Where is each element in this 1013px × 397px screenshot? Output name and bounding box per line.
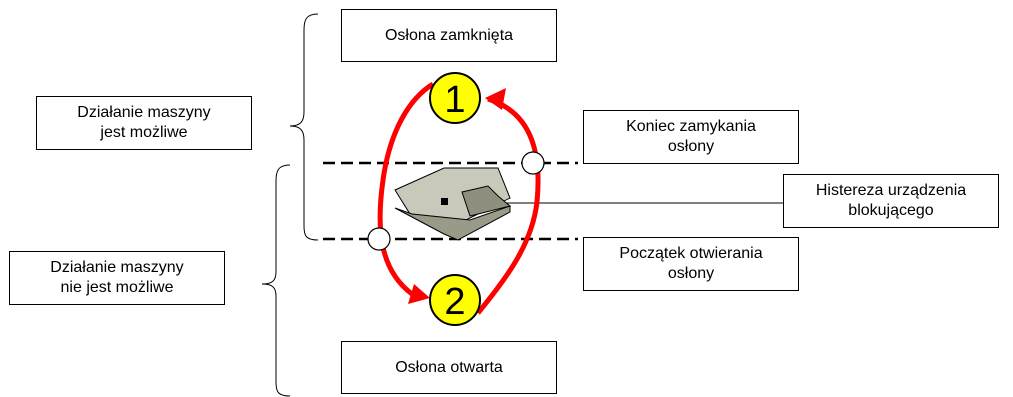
closing-point-circle — [521, 151, 545, 175]
closing-arrow-head — [485, 88, 506, 110]
brace-possible — [289, 13, 319, 241]
state-2-circle — [429, 274, 481, 326]
hysteresis-line2: blokującego — [848, 202, 934, 219]
closing-end-line1: Koniec zamykania — [626, 118, 756, 135]
opening-start-line1: Początek otwierania — [619, 245, 763, 262]
machine-not-possible-line1: Działanie maszyny — [50, 259, 184, 276]
device-center-marker — [441, 198, 448, 205]
machine-possible-line2: jest możliwe — [100, 124, 188, 141]
guard-open-text: Osłona otwarta — [395, 358, 503, 376]
closing-arrow-path — [476, 96, 541, 315]
closing-end-line2: osłony — [667, 138, 715, 155]
machine-possible-label: Działanie maszyny jest możliwe — [36, 96, 252, 150]
state-1-circle — [429, 72, 481, 124]
brace-not-possible — [261, 164, 291, 397]
closing-end-label: Koniec zamykania osłony — [583, 110, 799, 164]
opening-arrow-path — [377, 81, 435, 296]
opening-arrow-head — [408, 284, 430, 304]
state-2-number: 2 — [444, 281, 465, 323]
guard-open-label: Osłona otwarta — [341, 341, 557, 394]
opening-point-circle — [367, 227, 391, 251]
guard-closed-label: Osłona zamknięta — [341, 9, 557, 62]
hysteresis-label: Histereza urządzenia blokującego — [783, 174, 999, 228]
opening-start-line2: osłony — [667, 265, 715, 282]
locking-device — [394, 167, 512, 241]
machine-not-possible-line2: nie jest możliwe — [60, 279, 174, 296]
state-1-number: 1 — [444, 79, 465, 121]
guard-closed-text: Osłona zamknięta — [384, 26, 514, 44]
opening-start-label: Początek otwierania osłony — [583, 237, 799, 291]
machine-possible-line1: Działanie maszyny — [77, 104, 211, 121]
hysteresis-line1: Histereza urządzenia — [815, 182, 967, 199]
machine-not-possible-label: Działanie maszyny nie jest możliwe — [9, 251, 225, 305]
